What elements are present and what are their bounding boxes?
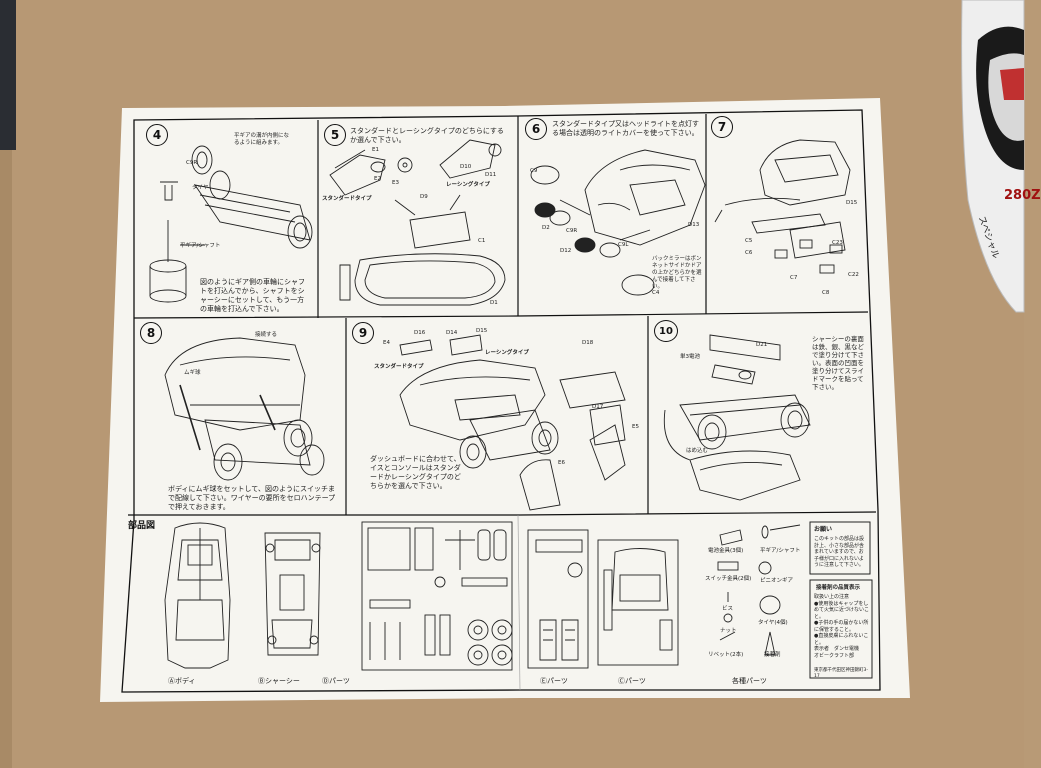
step6-drawing xyxy=(530,149,706,296)
step9-label-d16: D16 xyxy=(414,330,426,336)
step8-label-connect: 接続する xyxy=(255,332,278,338)
step7-label-c5: C5 xyxy=(745,238,753,244)
step-10-text: シャーシーの裏面は鉄、銀、黒などで塗り分けて下さい。表面の凹面を塗り分けてスライ… xyxy=(812,335,864,391)
step6-label-d13: D13 xyxy=(688,222,700,228)
step9-label-racing: レーシングタイプ xyxy=(485,350,529,356)
step-8-number: 8 xyxy=(140,322,162,344)
step-6-text: スタンダードタイプ又はヘッドライトを点灯する場合は透明のライトカバーを使って下さ… xyxy=(552,120,699,137)
quality-title: 接着剤の品質表示 xyxy=(816,585,861,591)
step9-label-e4: E4 xyxy=(383,340,390,346)
step-9-number: 9 xyxy=(352,322,374,344)
step9-label-d17: D17 xyxy=(592,404,604,410)
misc-item-rivet: リベット(2本) xyxy=(708,652,744,658)
step10-label-d21: D21 xyxy=(756,342,768,348)
step6-label-c9l: C9L xyxy=(618,242,629,248)
step-4-text: 図のようにギア側の車輪にシャフトを打込んでから、シャフトをシャーシーにセットして… xyxy=(200,278,305,313)
step6-label-c9r: C9R xyxy=(566,228,578,234)
misc-item-gear-shaft: 平ギア/シャフト xyxy=(760,548,801,554)
step5-label-d10: D10 xyxy=(460,164,472,170)
box-model-name: 280Z xyxy=(1004,188,1041,203)
misc-item-pinion: ピニオンギア xyxy=(760,578,794,584)
step9-label-d14: D14 xyxy=(446,330,458,336)
step7-label-c7: C7 xyxy=(790,275,798,281)
parts-d-label: Ⓓパーツ xyxy=(322,677,350,685)
parts-e-sprue xyxy=(527,529,589,669)
step4-label-c9r: C9R xyxy=(186,160,198,166)
step5-label-d11: D11 xyxy=(485,172,497,178)
quality-body: 取扱い上の注意 ●使用後はキャップをしめて火気に近づけないこと。 ●子供の手の届… xyxy=(814,594,870,659)
step5-label-c1: C1 xyxy=(478,238,486,244)
step4-label-gear-shaft: 平ギア/シャフト xyxy=(180,243,221,249)
parts-chassis-label: Ⓑシャーシー xyxy=(258,677,300,685)
step-8-text: ボディにムギ球をセットして、図のようにスイッチまで配線して下さい。ワイヤーの要所… xyxy=(168,485,336,511)
step4-label-gear-note: 平ギアの溝が内側になるように組みます。 xyxy=(234,133,290,146)
step5-label-d1: D1 xyxy=(490,300,498,306)
step6-label-c4: C4 xyxy=(652,290,660,296)
parts-heading: 部品図 xyxy=(128,521,156,531)
step5-label-e2: E2 xyxy=(374,176,381,182)
notice-body: このキットの部品は設計上、小さな部品が含まれていますので、お子様が口に入れないよ… xyxy=(814,536,865,568)
step5-drawing xyxy=(329,139,506,306)
step4-label-tire: タイヤ xyxy=(192,185,209,191)
step-4-number: 4 xyxy=(146,124,168,146)
step6-label-mirror-note: バックミラーはボンネットサイドかドアの上かどちらかを選んで接着して下さい。 xyxy=(652,256,702,290)
step5-label-e1: E1 xyxy=(372,147,379,153)
step10-drawing xyxy=(663,334,811,501)
step6-label-d2: D2 xyxy=(542,225,550,231)
misc-item-screw: ビス xyxy=(722,606,734,612)
step9-label-d15: D15 xyxy=(476,328,488,334)
parts-misc-label: 各種パーツ xyxy=(732,677,767,685)
parts-e-label: Ⓔパーツ xyxy=(540,677,568,685)
step7-label-c6: C6 xyxy=(745,250,753,256)
step6-label-c9: C9 xyxy=(530,168,538,174)
step7-drawing xyxy=(714,139,851,274)
parts-c-label: Ⓒパーツ xyxy=(618,677,646,685)
step7-label-c23: C23 xyxy=(832,240,843,246)
parts-chassis-drawing xyxy=(264,532,321,656)
step5-label-d9: D9 xyxy=(420,194,428,200)
step8-label-bulb: ムギ球 xyxy=(184,370,201,376)
parts-c-sprue xyxy=(597,539,679,666)
step7-label-c8: C8 xyxy=(822,290,830,296)
step9-label-e5: E5 xyxy=(632,424,639,430)
notice-title: お願い xyxy=(814,526,833,533)
parts-body-drawing xyxy=(164,522,231,669)
step9-label-e6: E6 xyxy=(558,460,565,466)
step8-drawing xyxy=(164,337,325,481)
parts-d-sprue xyxy=(361,521,513,671)
step10-label-battery: 単3電池 xyxy=(680,354,700,360)
misc-item-tire: タイヤ(4個) xyxy=(758,620,788,626)
step5-label-e3: E3 xyxy=(392,180,399,186)
step5-label-racing: レーシングタイプ xyxy=(446,182,490,188)
step7-label-d15: D15 xyxy=(846,200,858,206)
misc-item-battery-clip: 電池金具(3個) xyxy=(708,548,744,554)
step4-drawing xyxy=(149,145,313,303)
step9-drawing xyxy=(399,334,626,511)
misc-item-nut: ナット xyxy=(720,628,737,634)
parts-body-label: Ⓐボディ xyxy=(168,677,196,685)
step10-label-snap-in: はめ込む xyxy=(686,448,709,454)
step-9-text: ダッシュボードに合わせて、イスとコンソールはスタンダードかレーシングタイプのどち… xyxy=(370,455,461,490)
step-5-text: スタンダードとレーシングタイプのどちらにするか選んで下さい。 xyxy=(350,127,504,144)
misc-item-glue: 接着剤 xyxy=(764,652,781,658)
step-6-number: 6 xyxy=(525,118,547,140)
step6-label-d12: D12 xyxy=(560,248,572,254)
quality-address: 東京都千代田区神田錦町3-17 xyxy=(814,668,868,679)
step7-label-c22: C22 xyxy=(848,272,859,278)
step5-label-standard: スタンダードタイプ xyxy=(322,196,372,202)
parts-misc xyxy=(717,524,801,656)
step9-label-d18: D18 xyxy=(582,340,594,346)
step-7-number: 7 xyxy=(711,116,733,138)
step-5-number: 5 xyxy=(324,124,346,146)
step9-label-standard: スタンダードタイプ xyxy=(374,364,424,370)
misc-item-switch-clip: スイッチ金具(2個) xyxy=(705,576,752,582)
step-10-number: 10 xyxy=(654,320,678,342)
